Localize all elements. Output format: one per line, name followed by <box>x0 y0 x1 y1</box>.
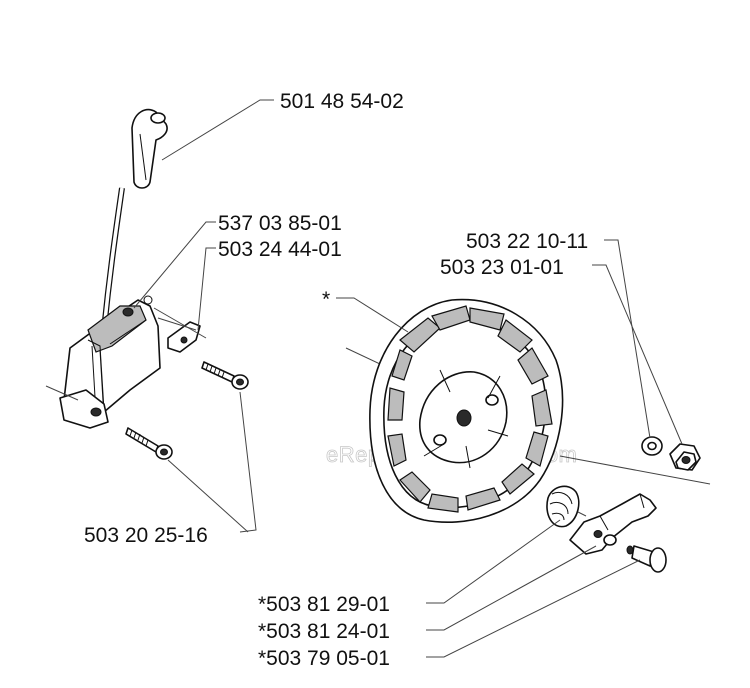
spark-plug-cap <box>131 108 168 189</box>
flywheel <box>369 298 564 523</box>
leader-spring <box>426 519 561 604</box>
label-pawl: *503 81 24-01 <box>258 620 390 643</box>
flywheel-nut <box>669 443 701 471</box>
ignition-lead-wire <box>101 187 125 331</box>
label-clip: 503 24 44-01 <box>218 238 342 261</box>
leader-washer <box>604 239 651 439</box>
leader-ignition-module <box>133 221 216 309</box>
leader-spark-cap <box>161 99 274 161</box>
label-ignition-module: 537 03 85-01 <box>218 212 342 235</box>
leader-pin <box>426 559 641 658</box>
washer <box>641 436 663 456</box>
label-flywheel: * <box>322 288 330 311</box>
label-washer: 503 22 10-11 <box>466 230 588 253</box>
leader-nut <box>592 264 683 445</box>
starter-spring <box>546 485 587 528</box>
leader-screws-b <box>167 459 249 533</box>
label-spring: *503 81 29-01 <box>258 593 390 616</box>
leader-flywheel <box>336 297 409 333</box>
leader-screws-a <box>239 391 257 533</box>
starter-pawl <box>569 493 657 555</box>
label-spark-cap: 501 48 54-02 <box>280 90 404 113</box>
lower-screw <box>125 427 173 460</box>
upper-screw <box>201 361 249 390</box>
leader-pawl <box>426 545 597 631</box>
mounting-clip <box>157 317 201 353</box>
label-nut: 503 23 01-01 <box>440 256 564 279</box>
pawl-pin <box>626 545 667 573</box>
label-pin: *503 79 05-01 <box>258 647 390 670</box>
ignition-module <box>59 295 161 429</box>
label-screws: 503 20 25-16 <box>84 524 208 547</box>
leader-clip <box>197 247 216 331</box>
